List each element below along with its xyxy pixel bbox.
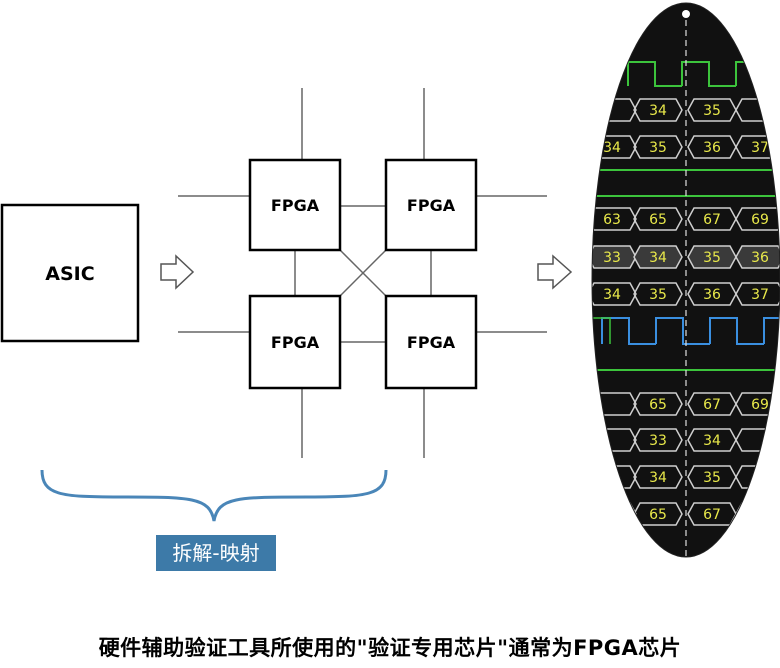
bus-segment — [687, 428, 737, 452]
arrow-right-icon — [537, 254, 573, 290]
asic-block: ASIC — [0, 203, 140, 343]
bus-segment — [633, 428, 683, 452]
bus-value: 33 — [603, 250, 621, 266]
bus-segment — [633, 207, 683, 231]
bus-segment — [687, 245, 737, 269]
fpga-block: FPGA — [248, 158, 342, 252]
bus-value: 63 — [603, 212, 621, 228]
bus-value: 67 — [703, 507, 721, 523]
bus-value: 36 — [703, 140, 721, 156]
bus-segment — [633, 392, 683, 416]
bus-value: 36 — [703, 287, 721, 303]
bus-value: 67 — [703, 212, 721, 228]
bus-segment — [687, 135, 737, 159]
fpga-label: FPGA — [407, 196, 456, 215]
bus-segment — [633, 465, 683, 489]
caption: 硬件辅助验证工具所使用的"验证专用芯片"通常为FPGA芯片 — [98, 636, 682, 660]
bus-value: 34 — [603, 140, 621, 156]
clock-signal — [601, 317, 780, 345]
bus-segment — [735, 282, 780, 306]
waveform-viewer: 34 35 34 35 36 37 63 65 67 69 33 34 35 36 34 35 36 37 65 67… — [591, 2, 780, 558]
mapping-label: 拆解-映射 — [156, 535, 276, 571]
bus-segment — [687, 207, 737, 231]
bus-value: 34 — [649, 470, 667, 486]
bus-value: 37 — [751, 287, 769, 303]
curly-bracket — [40, 469, 388, 522]
bus-value: 34 — [649, 250, 667, 266]
bus-value: 65 — [649, 397, 667, 413]
bus-segment — [592, 245, 637, 269]
bus-value: 65 — [649, 507, 667, 523]
bus-segment — [592, 98, 637, 122]
bus-segment — [633, 245, 683, 269]
bus-value: 69 — [751, 397, 769, 413]
bus-segment — [687, 465, 737, 489]
bus-segment — [592, 282, 637, 306]
bus-value: 34 — [603, 287, 621, 303]
bus-value: 35 — [649, 140, 667, 156]
asic-label: ASIC — [45, 263, 94, 285]
bus-segment — [592, 207, 637, 231]
fpga-block: FPGA — [384, 158, 478, 252]
bus-segment — [592, 428, 637, 452]
bus-segment — [633, 98, 683, 122]
bus-value: 36 — [751, 250, 769, 266]
bus-value: 35 — [649, 287, 667, 303]
bus-value: 67 — [703, 397, 721, 413]
arrow-right-icon — [160, 254, 195, 290]
bus-segment — [687, 282, 737, 306]
bus-segment — [592, 502, 637, 526]
fpga-label: FPGA — [407, 333, 456, 352]
cursor-marker — [682, 10, 690, 18]
fpga-label: FPGA — [271, 196, 320, 215]
bus-value: 69 — [751, 212, 769, 228]
bus-value: 35 — [703, 250, 721, 266]
bus-segment — [687, 392, 737, 416]
bus-segment — [735, 502, 780, 526]
bus-segment — [633, 135, 683, 159]
bus-segment — [592, 465, 637, 489]
bus-value: 37 — [751, 140, 769, 156]
fpga-block: FPGA — [248, 294, 342, 390]
bus-value: 34 — [649, 103, 667, 119]
fpga-interconnect — [178, 88, 547, 458]
bus-value: 35 — [703, 103, 721, 119]
bus-segment — [735, 245, 780, 269]
bus-segment — [633, 282, 683, 306]
fpga-block: FPGA — [384, 294, 478, 390]
bus-value: 65 — [649, 212, 667, 228]
bus-value: 33 — [649, 433, 667, 449]
bus-value: 34 — [703, 433, 721, 449]
bus-segment — [592, 135, 637, 159]
bus-segment — [592, 392, 637, 416]
bus-value: 35 — [703, 470, 721, 486]
fpga-label: FPGA — [271, 333, 320, 352]
bus-segment — [687, 98, 737, 122]
